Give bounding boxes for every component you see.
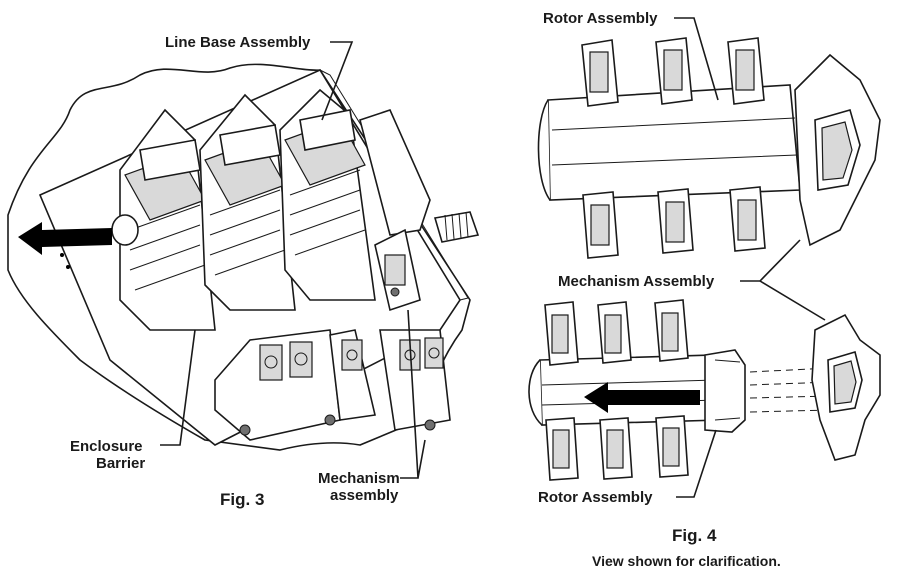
label-enclosure-barrier-2: Barrier (96, 455, 145, 472)
rotor-top-leader (674, 17, 719, 101)
figure-4: Rotor Assembly Mechanism Assembly Rotor … (528, 10, 881, 569)
enclosure-barrier-leader (160, 329, 196, 446)
label-rotor-assembly-top: Rotor Assembly (543, 10, 658, 27)
line-pole-1 (119, 108, 216, 331)
line-pole-2 (199, 93, 296, 311)
figure-3-caption: Fig. 3 (220, 490, 264, 509)
line-base-leader (321, 41, 354, 121)
load-terminals (214, 329, 451, 441)
figure-4-caption: Fig. 4 (672, 526, 717, 545)
rotor-bottom-leader (676, 429, 717, 498)
label-line-base-assembly: Line Base Assembly (165, 34, 311, 51)
label-mechanism-2: assembly (330, 487, 399, 504)
rotor-assembly-bottom (528, 299, 881, 481)
left-arrow-icon (584, 382, 700, 413)
label-rotor-assembly-bottom: Rotor Assembly (538, 489, 653, 506)
line-pole-3 (279, 88, 376, 301)
fig3-mechanism (359, 109, 480, 312)
mechanism-leader-bottom (759, 280, 826, 321)
rotor-assembly-top (537, 37, 881, 259)
label-mechanism-1: Mechanism (318, 470, 400, 487)
rotor-shaft-end (111, 214, 139, 246)
label-mechanism-assembly: Mechanism Assembly (558, 273, 715, 290)
mechanism-leader (400, 309, 426, 479)
left-arrow-icon (18, 222, 112, 255)
figure-3: Line Base Assembly Enclosure Barrier Mec… (7, 34, 480, 509)
figure-4-subcaption: View shown for clarification. (592, 553, 781, 569)
label-enclosure-barrier-1: Enclosure (70, 438, 143, 455)
